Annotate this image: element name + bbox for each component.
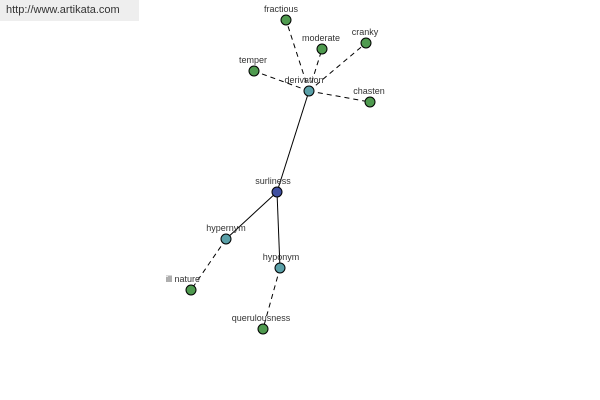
label-querulousness[interactable]: querulousness xyxy=(232,313,291,323)
edge-derivation-fractious xyxy=(285,19,310,92)
label-derivation[interactable]: derivation xyxy=(284,75,323,85)
edge-surliness-derivation xyxy=(276,90,310,193)
nodes xyxy=(185,14,376,335)
label-ill-nature[interactable]: ill nature xyxy=(166,274,200,284)
node-querulousness[interactable] xyxy=(257,323,269,335)
edge-surliness-hypernym xyxy=(225,191,278,240)
node-surliness[interactable] xyxy=(271,186,283,198)
node-fractious[interactable] xyxy=(280,14,292,26)
node-ill-nature[interactable] xyxy=(185,284,197,296)
node-chasten[interactable] xyxy=(364,96,376,108)
edges xyxy=(190,19,371,330)
node-derivation[interactable] xyxy=(303,85,315,97)
node-hyponym[interactable] xyxy=(274,262,286,274)
label-moderate[interactable]: moderate xyxy=(302,33,340,43)
label-chasten[interactable]: chasten xyxy=(353,86,385,96)
edge-derivation-cranky xyxy=(308,42,367,92)
node-cranky[interactable] xyxy=(360,37,372,49)
label-fractious[interactable]: fractious xyxy=(264,4,299,14)
node-temper[interactable] xyxy=(248,65,260,77)
label-hyponym[interactable]: hyponym xyxy=(263,252,300,262)
node-hypernym[interactable] xyxy=(220,233,232,245)
edge-derivation-chasten xyxy=(308,90,371,103)
label-cranky[interactable]: cranky xyxy=(352,27,379,37)
edge-surliness-hyponym xyxy=(276,191,281,269)
edge-derivation-moderate xyxy=(308,48,323,92)
node-moderate[interactable] xyxy=(316,43,328,55)
labels: surliness derivation hypernym hyponym fr… xyxy=(166,4,385,323)
edge-derivation-temper xyxy=(253,70,310,92)
edge-hyponym-querulousness xyxy=(262,267,281,330)
watermark-url: http://www.artikata.com xyxy=(0,0,139,21)
label-hypernym[interactable]: hypernym xyxy=(206,223,246,233)
edge-hypernym-ill-nature xyxy=(190,238,227,291)
label-surliness[interactable]: surliness xyxy=(255,176,291,186)
label-temper[interactable]: temper xyxy=(239,55,267,65)
